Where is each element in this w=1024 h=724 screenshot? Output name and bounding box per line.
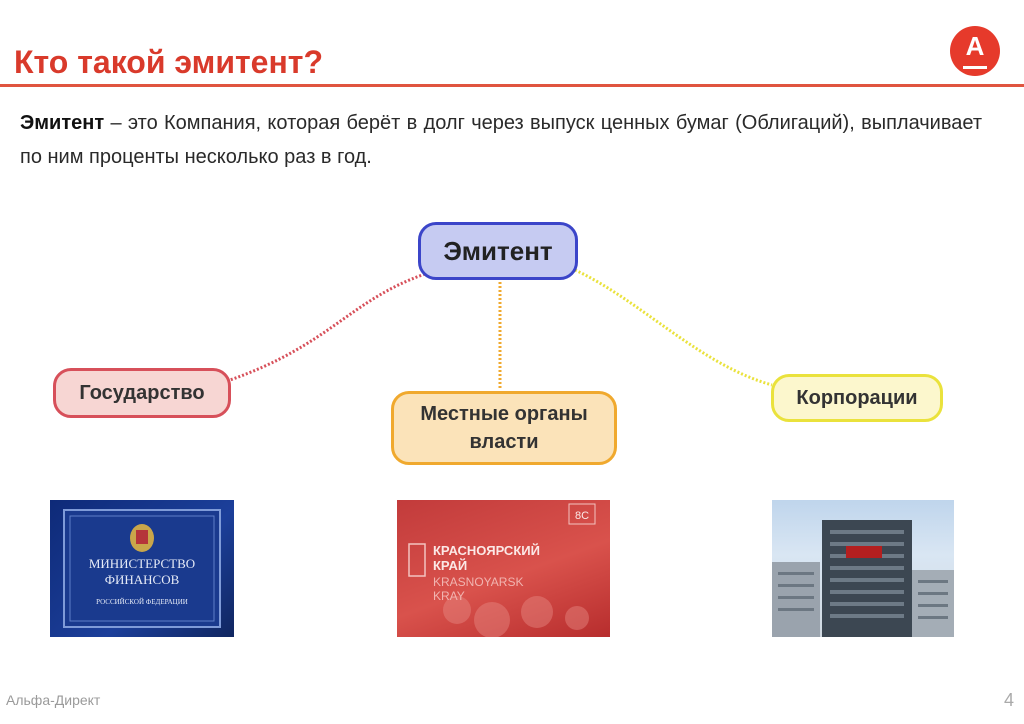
map-dots — [443, 596, 589, 637]
kray-badge-box — [568, 503, 596, 525]
alfa-logo-underline — [963, 66, 987, 69]
definition-paragraph: Эмитент – это Компания, которая берёт в … — [20, 106, 982, 174]
kray-badge: 8С — [575, 510, 589, 522]
definition-term: Эмитент — [20, 112, 105, 134]
kray-line-3: KRASNOYARSK — [433, 575, 523, 589]
alfa-logo-letter: А — [965, 31, 985, 61]
minfin-line-3: РОССИЙСКОЙ ФЕДЕРАЦИИ — [96, 598, 188, 606]
minfin-plaque: МИНИСТЕРСТВО ФИНАНСОВ РОССИЙСКОЙ ФЕДЕРАЦ… — [63, 509, 221, 628]
minfin-line-1: МИНИСТЕРСТВО — [89, 556, 195, 571]
connector-gosudarstvo — [229, 272, 426, 382]
node-mestnye-organy: Местные органы власти — [391, 391, 617, 465]
kray-line-4: KRAY — [433, 589, 465, 603]
office-building — [772, 520, 954, 637]
slide-title: Кто такой эмитент? — [14, 44, 323, 80]
kray-line-2: КРАЙ — [433, 558, 467, 573]
minfin-line-2: ФИНАНСОВ — [105, 572, 180, 587]
node-emitent: Эмитент — [418, 222, 578, 280]
coat-of-arms-icon — [408, 543, 426, 577]
corporation-photo — [772, 500, 954, 637]
kray-line-1: КРАСНОЯРСКИЙ — [433, 543, 540, 558]
node-gosudarstvo: Государство — [53, 368, 231, 418]
krasnoyarsk-banner: КРАСНОЯРСКИЙ КРАЙ KRASNOYARSK KRAY 8С — [408, 503, 596, 637]
building-sign — [846, 546, 882, 558]
footer-brand: Альфа-Директ — [6, 692, 101, 708]
alfa-logo: А — [950, 26, 1000, 76]
connector-korporacii — [574, 268, 773, 387]
node-mestnye-label: Местные органы власти — [420, 403, 588, 453]
title-divider — [0, 84, 1024, 87]
page-number: 4 — [1004, 690, 1015, 710]
eagle-emblem-icon — [130, 524, 154, 552]
krasnoyarsk-photo: КРАСНОЯРСКИЙ КРАЙ KRASNOYARSK KRAY 8С — [397, 500, 610, 637]
minfin-photo: МИНИСТЕРСТВО ФИНАНСОВ РОССИЙСКОЙ ФЕДЕРАЦ… — [50, 500, 234, 637]
node-korporacii: Корпорации — [771, 374, 943, 422]
definition-text: – это Компания, которая берёт в долг чер… — [20, 112, 982, 168]
